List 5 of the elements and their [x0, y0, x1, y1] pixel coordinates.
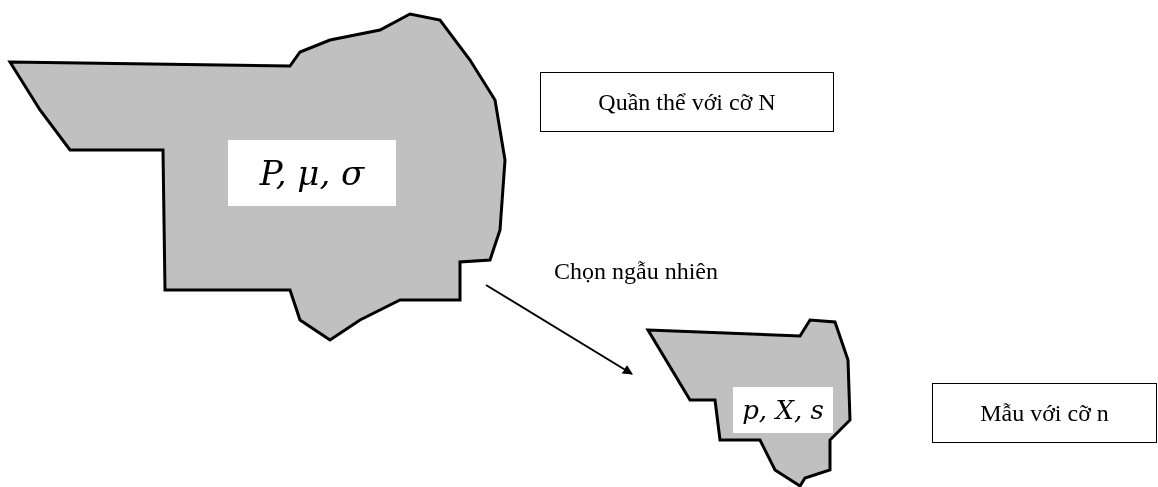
arrow — [485, 284, 633, 375]
parameter-box: P, μ, σ — [228, 140, 396, 206]
caption-box: Mẫu với cỡ n — [932, 383, 1157, 443]
parameter-box: p, X, s — [733, 387, 833, 433]
caption-box: Quần thể với cỡ N — [540, 72, 834, 132]
